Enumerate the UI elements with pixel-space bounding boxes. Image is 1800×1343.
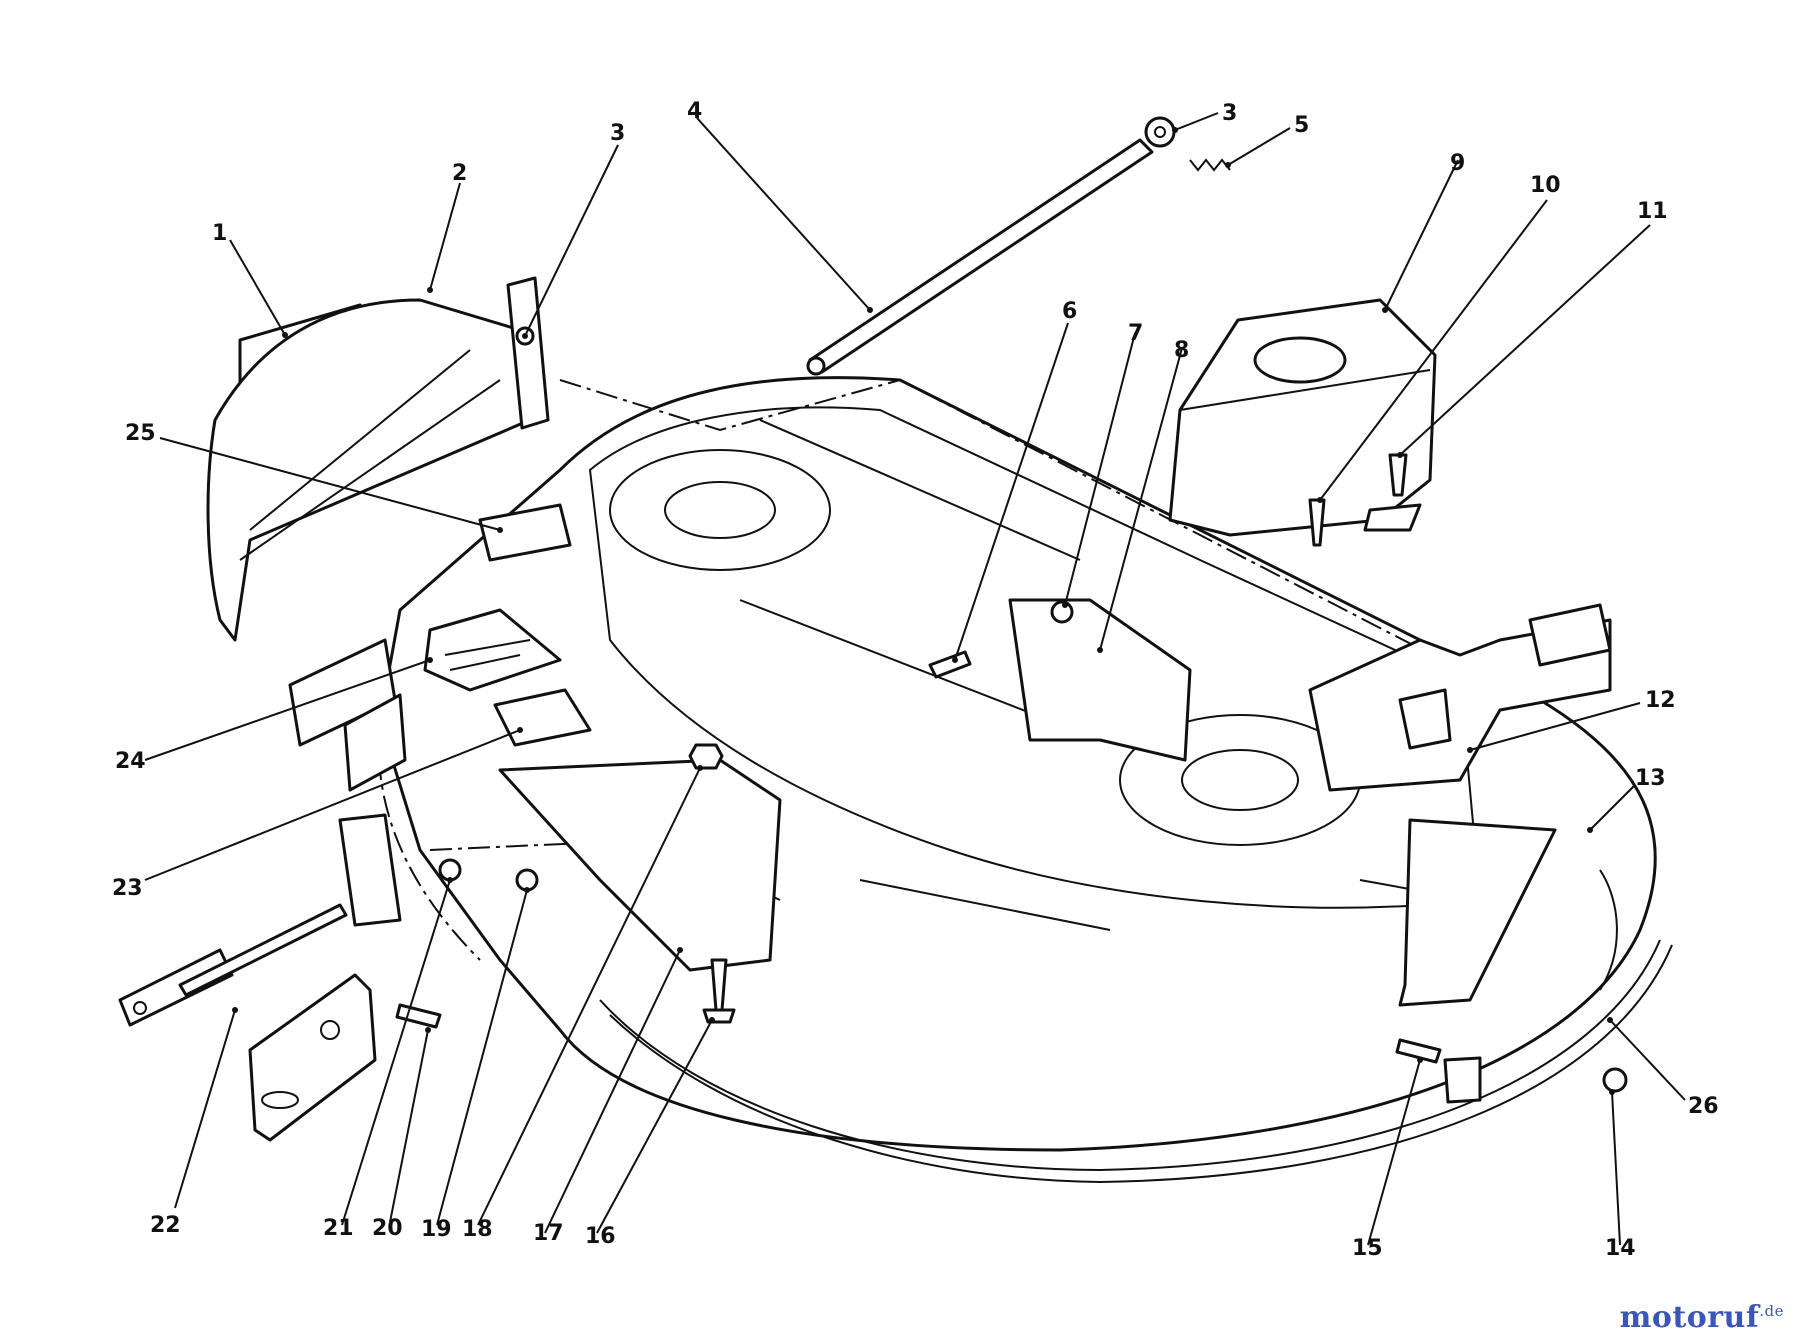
deck-trim-edge	[1599, 869, 1618, 991]
label-part-8: 8	[1174, 338, 1189, 363]
label-part-13: 13	[1635, 766, 1666, 791]
label-part-24: 24	[115, 749, 146, 774]
warning-decal	[423, 608, 562, 692]
bracket-screw	[395, 1003, 442, 1029]
label-part-12: 12	[1645, 688, 1676, 713]
part-number-labels: 1 2 3 3 4 5 6 7 8 9 10 11 12 13 14 15 16…	[112, 99, 1719, 1261]
baffle-bolt	[710, 958, 728, 1012]
label-part-10: 10	[1530, 173, 1561, 198]
label-part-14: 14	[1605, 1236, 1636, 1261]
baffle-nut	[688, 743, 724, 770]
idler-bracket	[1008, 598, 1192, 762]
left-mount-bracket-lower	[343, 693, 407, 792]
label-part-6: 6	[1062, 299, 1077, 324]
label-part-1: 1	[212, 221, 227, 246]
watermark-tld: .de	[1759, 1302, 1784, 1320]
label-part-3: 3	[1222, 101, 1237, 126]
label-part-3: 3	[610, 121, 625, 146]
shield-bracket-bolt	[1388, 453, 1408, 497]
axle-bracket-assembly	[118, 903, 377, 1142]
leader-lines	[144, 112, 1686, 1246]
deck-decal-upper-left	[478, 503, 572, 562]
label-part-22: 22	[150, 1213, 181, 1238]
deck-nut	[1602, 1067, 1628, 1093]
rod-spring	[1189, 158, 1231, 172]
label-part-18: 18	[462, 1217, 493, 1242]
chute-pivot-bracket	[506, 276, 550, 430]
label-part-23: 23	[112, 876, 143, 901]
hitch-bracket	[1308, 603, 1612, 792]
label-part-2: 2	[452, 161, 467, 186]
label-part-5: 5	[1294, 113, 1309, 138]
shield-spindle-hole	[1253, 336, 1347, 384]
label-part-7: 7	[1128, 321, 1143, 346]
label-part-26: 26	[1688, 1094, 1719, 1119]
watermark-name: motoruf	[1619, 1300, 1760, 1335]
chute-rod	[808, 138, 1154, 374]
label-part-17: 17	[533, 1221, 564, 1246]
left-spindle-opening	[609, 449, 831, 571]
label-part-25: 25	[125, 421, 156, 446]
label-part-21: 21	[323, 1216, 354, 1241]
rod-bushing-top	[1144, 116, 1176, 148]
label-part-4: 4	[687, 99, 702, 124]
label-part-11: 11	[1637, 199, 1668, 224]
shield-screw	[1308, 498, 1326, 547]
label-part-16: 16	[585, 1224, 616, 1249]
watermark-logo: motoruf.de	[1620, 1300, 1784, 1335]
left-rear-bracket	[338, 813, 402, 927]
label-part-19: 19	[421, 1217, 452, 1242]
label-part-20: 20	[372, 1216, 403, 1241]
deck-decal-right	[1398, 818, 1557, 1007]
idler-bolt	[928, 650, 972, 679]
belt-shield	[1168, 298, 1437, 537]
label-part-15: 15	[1352, 1236, 1383, 1261]
deck-bolt	[1395, 1038, 1442, 1064]
label-part-9: 9	[1450, 151, 1465, 176]
